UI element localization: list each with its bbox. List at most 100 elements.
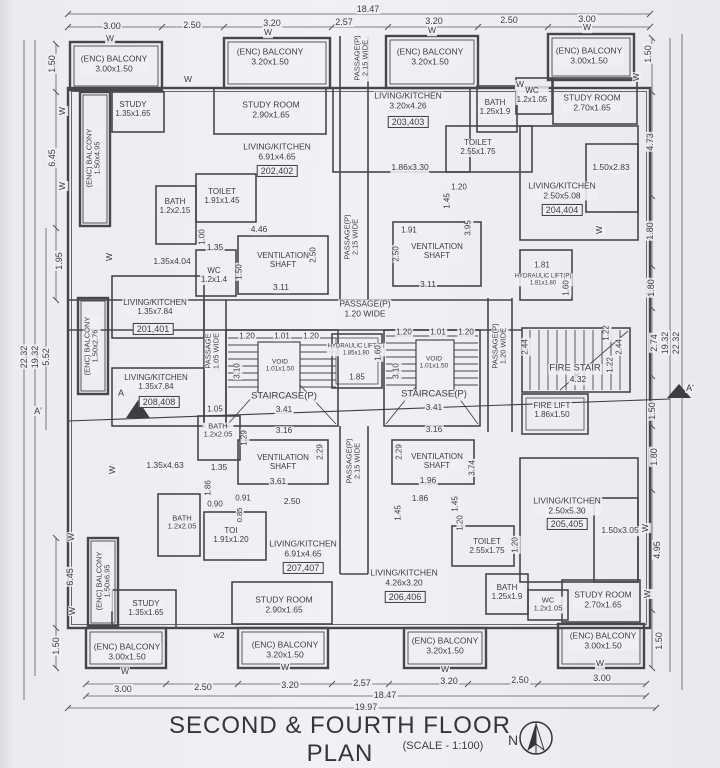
room-label: PASSAGE(P)2.15 WIDE bbox=[344, 437, 363, 485]
plan-scale: (SCALE - 1:100) bbox=[402, 740, 484, 752]
dim-label: 1.50x3.05 bbox=[600, 525, 640, 536]
dim-label: 0.91 bbox=[234, 493, 252, 504]
dim-label: 3.74 bbox=[467, 459, 478, 477]
section-marker: A' bbox=[33, 405, 43, 417]
window-marker: W bbox=[642, 588, 653, 600]
dim-label: 1.22 bbox=[605, 356, 616, 374]
dim-label: 3.11 bbox=[272, 282, 290, 293]
dim-label: 2.50 bbox=[510, 674, 530, 686]
dim-label: 1.95 bbox=[53, 251, 65, 271]
dim-label: 2.74 bbox=[648, 333, 660, 353]
room-label: PASSAGE(P)2.15 WIDE bbox=[342, 213, 361, 261]
window-marker: W bbox=[262, 27, 274, 38]
window-marker: W bbox=[426, 25, 438, 36]
room-label: PASSAGE(P)1.20 WIDE bbox=[338, 298, 392, 319]
dim-label: 1.22 bbox=[601, 324, 612, 342]
dim-label: 6.45 bbox=[46, 148, 58, 168]
unit-number-box: 208,408 bbox=[138, 395, 180, 409]
dim-label: 1.35 bbox=[209, 462, 229, 473]
page-title: SECOND & FOURTH FLOOR PLAN bbox=[169, 712, 511, 767]
dim-label: 4.95 bbox=[651, 540, 663, 560]
dim-label: 1.50x2.83 bbox=[591, 162, 631, 173]
dim-label: 2.50 bbox=[499, 14, 519, 26]
dim-label: 2.57 bbox=[352, 677, 372, 689]
dim-label: 1.35x4.04 bbox=[152, 256, 192, 267]
unit-number-box: 202,402 bbox=[256, 164, 298, 178]
dim-label: 3.00 bbox=[592, 672, 612, 684]
dim-label: 3.11 bbox=[419, 279, 437, 290]
dim-label: 1.20 bbox=[457, 327, 475, 338]
dim-label: 2.50 bbox=[193, 681, 213, 693]
dim-label: 2.50 bbox=[391, 245, 402, 263]
dim-label: 19.32 bbox=[29, 344, 41, 370]
room-label: HYDRAULIC LIFT(P)1.81x1.80 bbox=[513, 273, 573, 287]
window-marker: W bbox=[594, 224, 605, 236]
dim-label: 3.00 bbox=[102, 20, 122, 32]
dim-label: 1.50 bbox=[653, 631, 665, 651]
dim-label: 1.20 bbox=[450, 182, 468, 193]
dim-label: 1.05 bbox=[206, 404, 224, 415]
dim-label: 3.41 bbox=[424, 402, 444, 413]
dim-label: 1.35x4.63 bbox=[145, 460, 185, 471]
dim-label: 1.60 bbox=[373, 344, 384, 362]
window-marker: W bbox=[104, 33, 116, 44]
dim-label: 19.32 bbox=[659, 330, 671, 356]
dim-label: 2.50 bbox=[182, 19, 202, 31]
window-marker: W bbox=[119, 666, 131, 677]
dim-label: 1.60 bbox=[561, 279, 572, 297]
dim-label: 2.44 bbox=[614, 338, 625, 356]
dim-label: 3.20 bbox=[280, 679, 300, 691]
dim-label: 1.20 bbox=[455, 514, 466, 532]
dim-label: 1.96 bbox=[418, 475, 438, 486]
dim-label: 22.32 bbox=[18, 344, 30, 370]
section-arrow-right bbox=[667, 384, 691, 398]
dim-label: 2.44 bbox=[520, 338, 531, 356]
section-marker: A bbox=[116, 387, 126, 399]
dim-label: 1.20 bbox=[395, 327, 413, 338]
dim-label: 1.80 bbox=[644, 221, 656, 241]
dim-label: 3.95 bbox=[463, 219, 474, 237]
dim-label: 0.85 bbox=[234, 506, 245, 524]
window-marker: W bbox=[514, 79, 526, 90]
dim-label: 3.10 bbox=[232, 362, 243, 380]
dim-label: 1.35 bbox=[205, 242, 225, 253]
window-marker: W bbox=[66, 531, 77, 543]
window-marker: W bbox=[439, 664, 451, 675]
dim-label: 18.47 bbox=[355, 3, 381, 15]
window-marker: W bbox=[594, 658, 606, 669]
dim-label: 3.41 bbox=[274, 404, 294, 415]
dim-label: 1.80 bbox=[648, 447, 660, 467]
dim-label: 1.50 bbox=[50, 636, 62, 656]
dim-label: 1.01 bbox=[429, 327, 447, 338]
room-label: PASSAGE(P)1.20 WIDE bbox=[490, 322, 509, 370]
dim-label: 1.85 bbox=[348, 372, 366, 383]
dim-label: 6.45 bbox=[64, 567, 76, 587]
dim-label: 1.01 bbox=[273, 331, 291, 342]
window-marker: W bbox=[57, 105, 68, 117]
